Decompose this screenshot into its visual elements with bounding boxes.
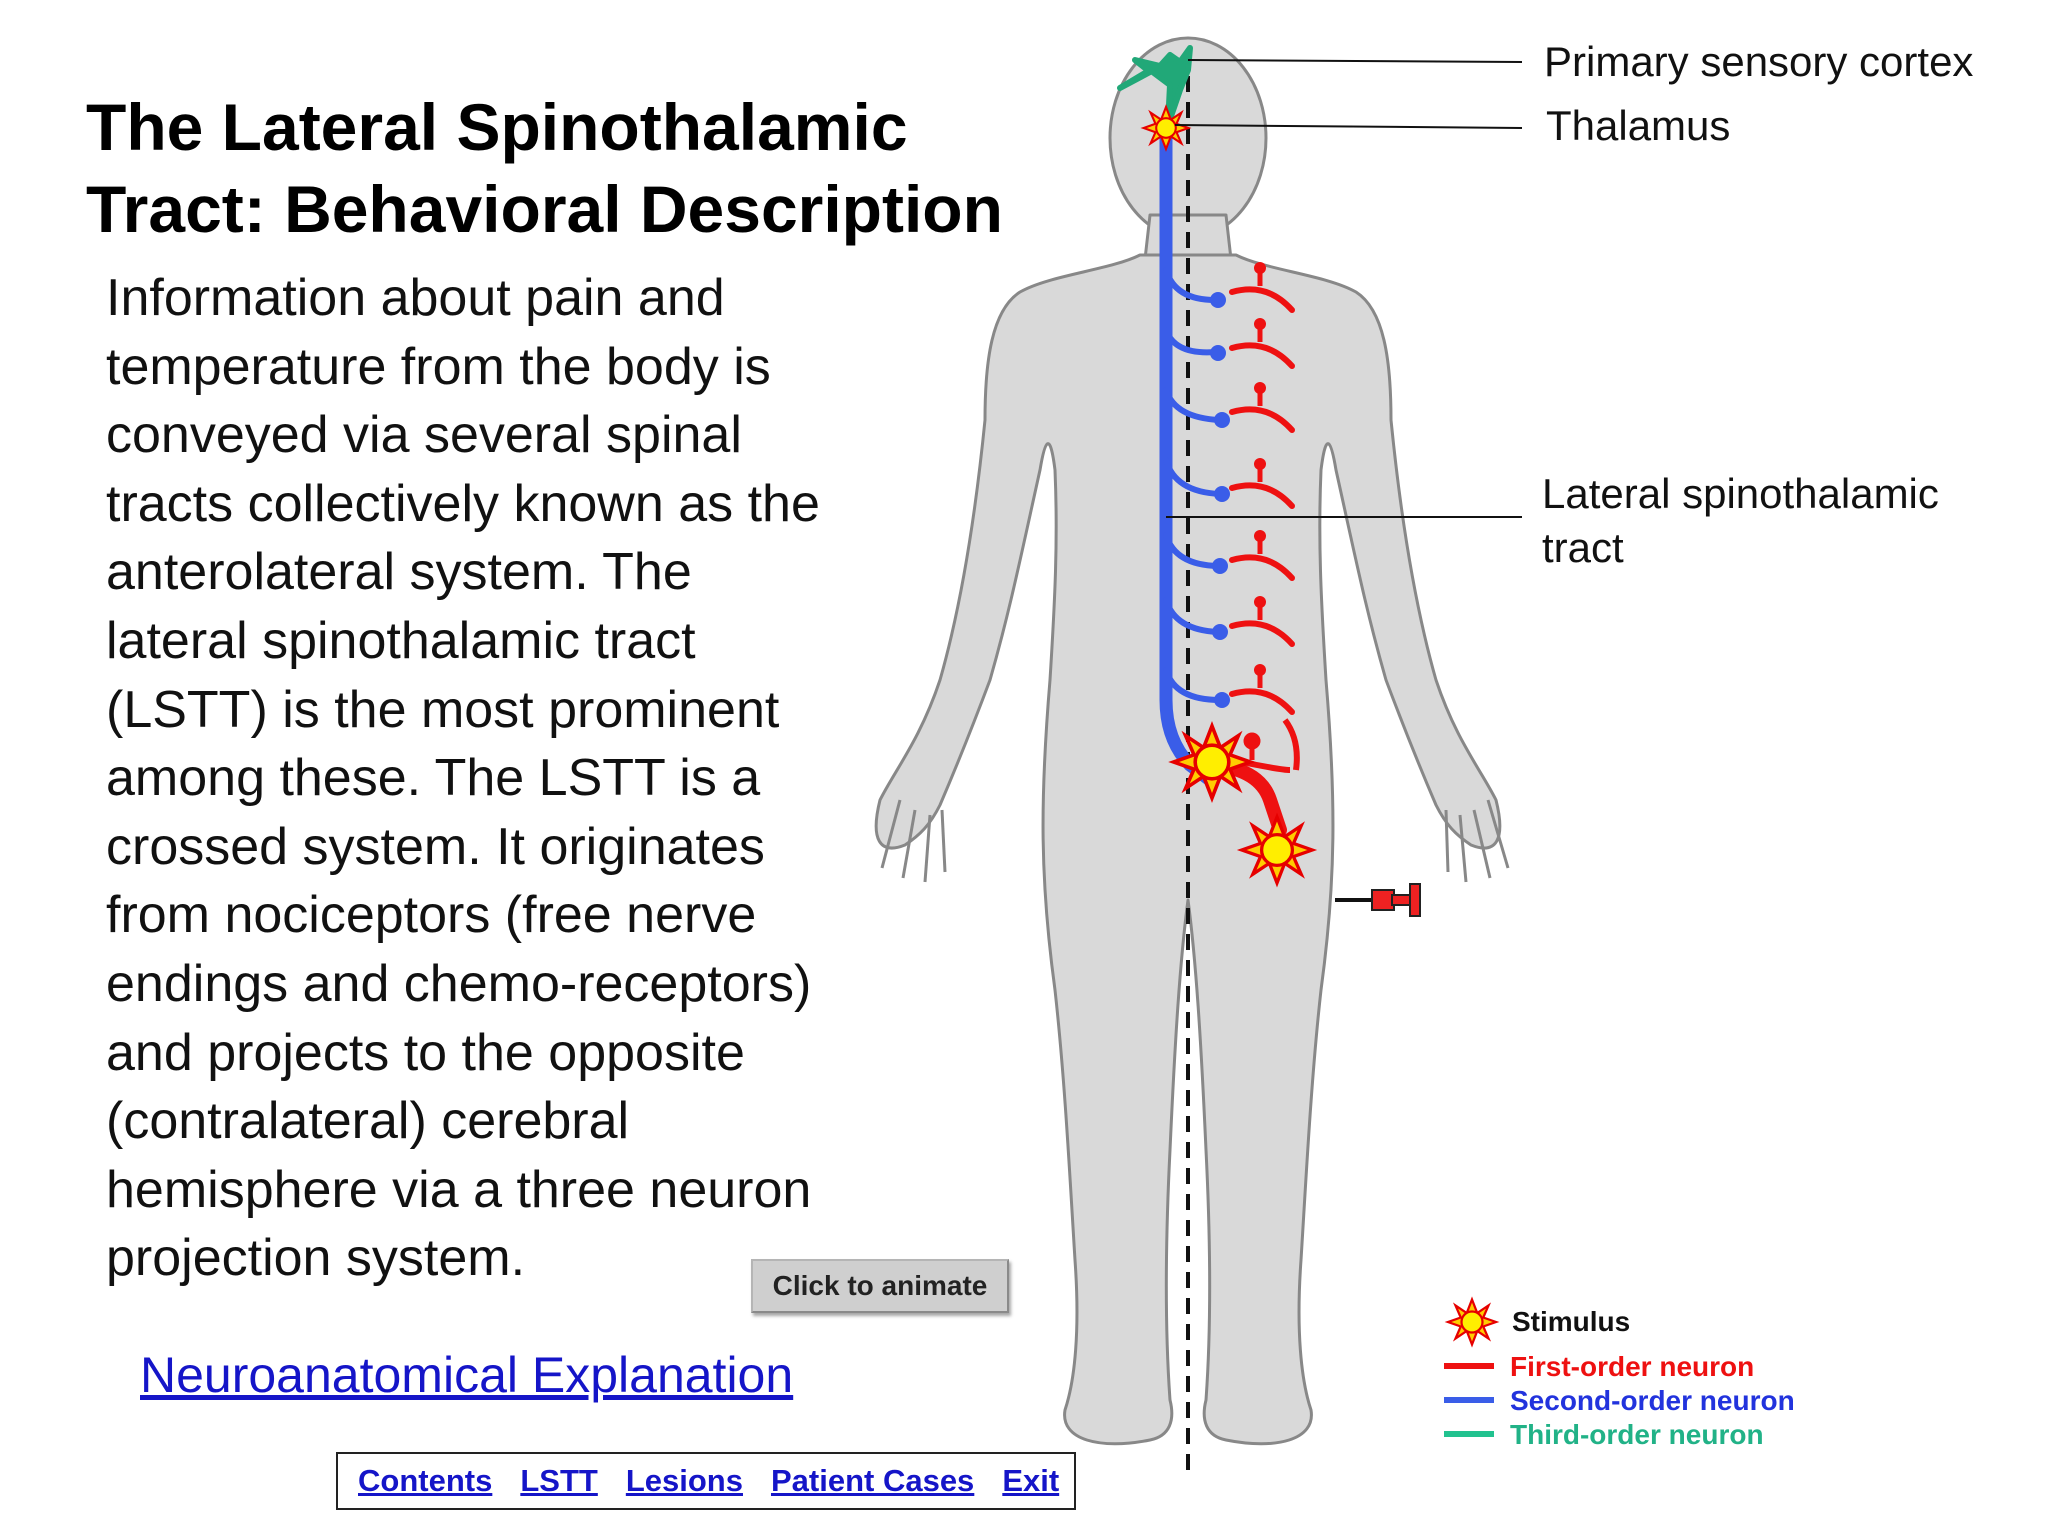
bottom-nav: Contents LSTT Lesions Patient Cases Exit <box>336 1452 1076 1510</box>
synapse-dots <box>1210 292 1230 708</box>
body-line: among these. The LSTT is a <box>106 749 761 808</box>
neuroanatomical-explanation-link[interactable]: Neuroanatomical Explanation <box>140 1347 794 1403</box>
body-line: Information about pain and <box>106 269 725 327</box>
body-line: and projects to the opposite <box>106 1023 745 1082</box>
title-line-2: Tract: Behavioral Description <box>86 172 1003 246</box>
label-tract-line-1: Lateral spinothalamic <box>1542 470 1939 517</box>
hand-fingers <box>880 799 1510 883</box>
legend-stimulus-icon <box>1446 1298 1498 1346</box>
legend-second-order: Second-order neuron <box>1510 1385 1795 1416</box>
title-line-1: The Lateral Spinothalamic <box>86 90 908 164</box>
thalamus-stimulus-icon <box>1142 105 1190 151</box>
body-line: anterolateral system. The <box>106 543 692 602</box>
label-primary-sensory-cortex: Primary sensory cortex <box>1544 38 1974 85</box>
nav-contents-link[interactable]: Contents <box>358 1463 493 1498</box>
nav-lstt-link[interactable]: LSTT <box>520 1463 598 1498</box>
body-line: tracts collectively known as the <box>106 474 820 533</box>
body-line: conveyed via several spinal <box>106 406 742 465</box>
nav-lesions-link[interactable]: Lesions <box>625 1463 743 1498</box>
receptor-stimulus-icon <box>1240 815 1314 885</box>
body-line: endings and chemo-receptors) <box>106 954 812 1013</box>
body-line: lateral spinothalamic tract <box>106 611 696 670</box>
label-thalamus: Thalamus <box>1546 102 1731 149</box>
body-line: from nociceptors (free nerve <box>106 886 757 945</box>
page-title: The Lateral Spinothalamic Tract: Behavio… <box>86 86 1076 250</box>
body-line: hemisphere via a three neuron <box>106 1160 812 1219</box>
legend-third-order: Third-order neuron <box>1510 1419 1764 1450</box>
body-line: projection system. <box>106 1229 526 1288</box>
third-order-neuron <box>1117 45 1193 128</box>
synapse-stimulus-icon <box>1171 724 1253 800</box>
nav-patient-cases-link[interactable]: Patient Cases <box>770 1463 975 1498</box>
body-line: crossed system. It originates <box>106 817 765 876</box>
legend-stimulus: Stimulus <box>1512 1306 1631 1337</box>
nav-exit-link[interactable]: Exit <box>1002 1463 1060 1498</box>
body-line: (contralateral) cerebral <box>106 1092 630 1151</box>
animate-button[interactable]: Click to animate <box>751 1259 1009 1313</box>
legend-first-order: First-order neuron <box>1510 1351 1755 1382</box>
pin-icon <box>1335 883 1421 917</box>
label-tract-line-2: tract <box>1542 524 1624 571</box>
leader-lines <box>1166 59 1523 518</box>
body-line: (LSTT) is the most prominent <box>106 680 780 739</box>
description-text: Information about pain and temperature f… <box>106 264 926 1293</box>
body-line: temperature from the body is <box>106 337 771 396</box>
